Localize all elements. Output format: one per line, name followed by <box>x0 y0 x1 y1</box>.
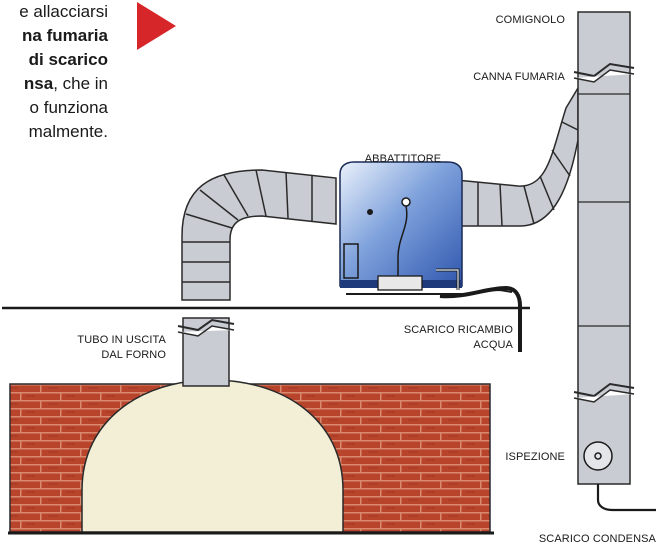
intro-paragraph: e allacciarsi na fumaria di scarico nsa,… <box>0 0 108 144</box>
scarico-ricambio-pipe <box>439 285 522 352</box>
label-scarico-condensa: SCARICO CONDENSA <box>538 533 656 545</box>
label-comignolo: COMIGNOLO <box>495 14 565 26</box>
ispezione-port <box>583 441 613 471</box>
intro-line-3-bold: di scarico <box>28 50 108 69</box>
label-ispezione: ISPEZIONE <box>505 451 565 463</box>
label-abbattitore: ABBATTITORE <box>364 153 442 165</box>
label-canna-fumaria: CANNA FUMARIA <box>473 71 565 83</box>
right-flexible-duct <box>455 85 579 227</box>
intro-line-2-bold: na fumaria <box>22 26 108 45</box>
label-scarico-ricambio-1: SCARICO RICAMBIO <box>403 324 513 336</box>
intro-line-4-bold: nsa <box>23 74 54 93</box>
oven-outlet-tube <box>177 317 235 387</box>
abbattitore-unit <box>339 161 513 295</box>
canna-fumaria <box>573 11 635 485</box>
intro-line-1: e allacciarsi <box>19 2 108 21</box>
label-tubo-uscita-1: TUBO IN USCITA <box>77 334 166 346</box>
intro-line-6: malmente. <box>28 122 108 141</box>
pointer-triangle-icon <box>137 2 176 50</box>
scarico-condensa-pipe <box>596 484 656 512</box>
intro-line-4: nsa, che in <box>0 72 108 96</box>
intro-line-3: di scarico <box>0 48 108 72</box>
intro-line-2: na fumaria <box>0 24 108 48</box>
oven-brick-wall <box>8 379 494 535</box>
label-scarico-ricambio-2: ACQUA <box>473 339 513 351</box>
intro-line-5: o funziona <box>29 98 108 117</box>
label-tubo-uscita-2: DAL FORNO <box>101 349 166 361</box>
intro-line-4-rest: , che in <box>53 74 108 93</box>
left-flexible-duct <box>181 169 337 301</box>
